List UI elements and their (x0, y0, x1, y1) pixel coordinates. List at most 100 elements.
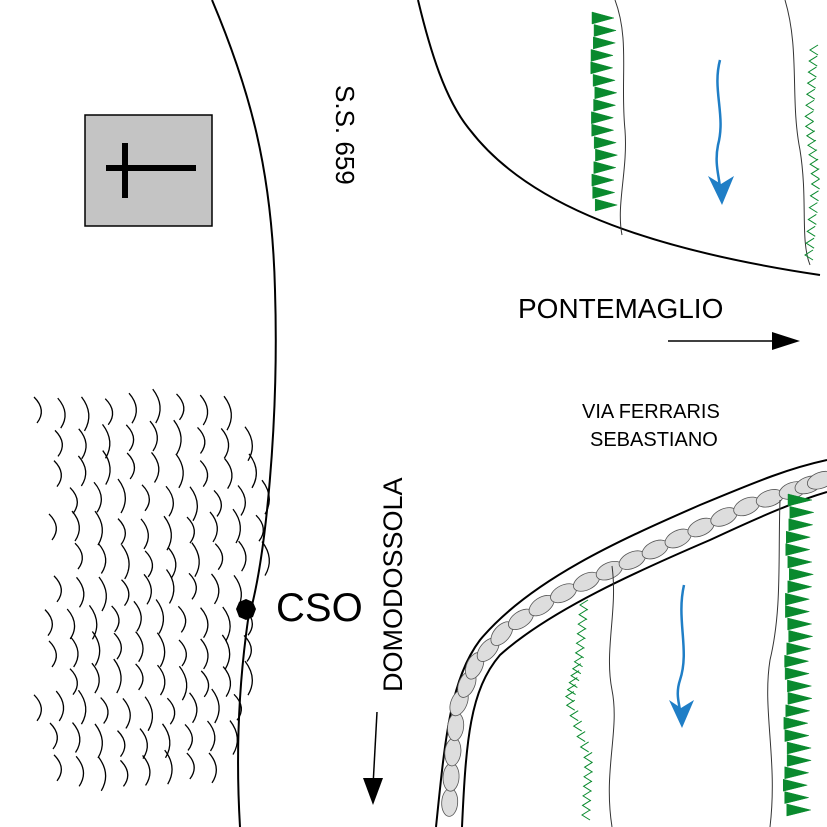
upper-flow-arrow (715, 59, 722, 191)
hachure-stroke (113, 632, 122, 660)
hachure-stroke (48, 513, 57, 541)
bank-chevron-marker (807, 214, 817, 225)
bank-chevron-marker (805, 99, 815, 111)
hachure-stroke (156, 632, 166, 668)
hachure-stroke (113, 658, 122, 694)
hachure-stroke (191, 542, 200, 578)
hachure-stroke (184, 723, 193, 751)
pontemaglio-arrowhead (772, 332, 800, 350)
pontemaglio-label: PONTEMAGLIO (518, 293, 723, 324)
hachure-stroke (220, 427, 230, 459)
hachure-stroke (77, 689, 87, 725)
bank-chevron-marker (808, 202, 818, 214)
bank-chevron-marker (570, 670, 580, 682)
hachure-stroke (53, 460, 62, 488)
hachure-stroke (244, 660, 253, 696)
hachure-stroke (175, 453, 184, 489)
bank-chevron-marker (583, 751, 593, 763)
hachure-stroke (243, 635, 252, 662)
hachure-stroke (128, 392, 137, 424)
hachure-stroke (94, 510, 103, 546)
lower-flow-arrow (676, 584, 686, 713)
hachure-stroke (88, 604, 98, 640)
hachure-stroke (224, 458, 233, 489)
hachure-stroke (75, 755, 85, 787)
hachure-stroke (232, 508, 241, 544)
bank-chevron-marker (804, 110, 814, 122)
hachure-stroke (238, 540, 247, 572)
hachure-stroke (91, 662, 100, 694)
hachure-stroke (178, 665, 188, 701)
bank-triangle-marker (787, 617, 812, 631)
hachure-stroke (214, 543, 224, 571)
hachure-stroke (248, 453, 257, 489)
bank-chevron-marker (807, 66, 817, 78)
bank-triangle-marker (782, 778, 808, 792)
cso-point-icon (236, 599, 256, 620)
hachure-stroke (100, 697, 109, 724)
street-name-line1: VIA FERRARIS (582, 401, 720, 423)
hachure-stroke (189, 692, 198, 724)
road-name-label: S.S. 659 (330, 85, 360, 185)
hachure-stroke (49, 722, 58, 750)
bank-chevron-marker (578, 609, 588, 620)
hachure-stroke (98, 576, 107, 612)
bank-triangle-marker (592, 186, 616, 199)
bank-triangle-marker (784, 791, 809, 804)
hachure-stroke (97, 756, 107, 792)
hachure-stroke (229, 720, 238, 755)
bank-triangle-marker (591, 11, 615, 25)
lower-triangle-bank (782, 493, 814, 817)
bank-triangle-marker (783, 716, 808, 730)
hachure-stroke (221, 634, 231, 670)
hachure-stroke (70, 636, 79, 668)
domodossola-label: DOMODOSSOLA (378, 477, 408, 692)
bank-triangle-marker (787, 580, 812, 594)
hachure-stroke (199, 460, 209, 487)
hachure-stroke (200, 638, 209, 670)
hachure-stroke (69, 668, 78, 696)
hachure-stroke (197, 427, 206, 454)
hachure-stroke (233, 693, 242, 721)
bank-chevron-marker (807, 139, 817, 151)
hachure-stroke (211, 688, 220, 724)
wall-stone (447, 712, 465, 742)
bank-chevron-marker (808, 55, 818, 67)
hachure-stroke (117, 518, 126, 546)
upper-triangle-bank (590, 11, 619, 212)
domodossola-arrow-line (372, 711, 378, 787)
domodossola-arrowhead (363, 778, 383, 805)
hachure-stroke (213, 489, 222, 517)
bank-triangle-marker (591, 111, 615, 125)
hachure-stroke (94, 723, 103, 759)
hachure-stroke (207, 720, 216, 752)
hachure-stroke (91, 631, 101, 666)
hachure-stroke (125, 424, 135, 452)
lower-flow-arrowhead (669, 700, 694, 728)
bank-triangle-marker (785, 592, 810, 606)
bank-chevron-marker (808, 149, 818, 161)
bank-triangle-marker (784, 729, 809, 742)
bank-chevron-marker (571, 663, 582, 675)
hachure-stroke (101, 423, 111, 459)
bank-triangle-marker (787, 692, 812, 705)
bank-chevron-marker (806, 225, 816, 237)
hachure-stroke (261, 479, 270, 515)
road-edge-ss659 (211, 0, 277, 827)
bank-chevron-marker (583, 761, 593, 773)
bank-chevron-marker (576, 628, 586, 640)
street-name-line2: SEBASTIANO (590, 429, 718, 451)
hachure-stroke (209, 511, 218, 543)
bank-chevron-marker (809, 44, 819, 56)
hachure-stroke (166, 697, 176, 725)
bank-chevron-marker (564, 691, 575, 702)
hachure-stroke (261, 541, 270, 576)
lower-channel-left-line (608, 565, 615, 827)
bank-chevron-marker (569, 710, 579, 722)
bank-triangle-marker (786, 530, 811, 544)
hachure-stroke (55, 690, 65, 722)
bank-triangle-marker (591, 173, 615, 187)
bank-triangle-marker (593, 98, 617, 112)
hachure-stroke (102, 450, 111, 485)
hachure-stroke (33, 694, 42, 722)
